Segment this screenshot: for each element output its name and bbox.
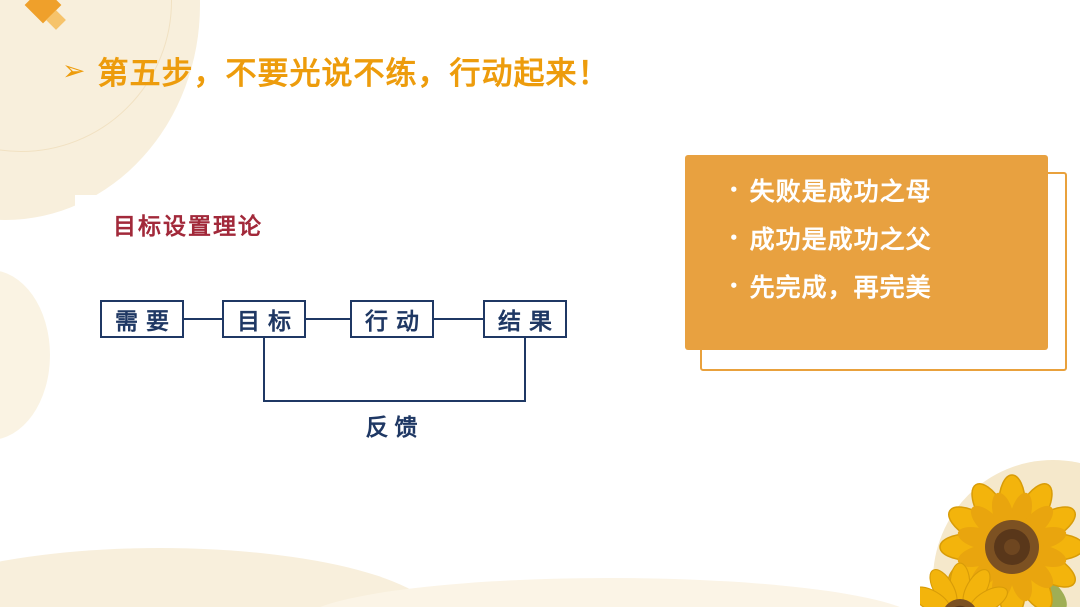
quote-card: • 失败是成功之母 • 成功是成功之父 • 先完成，再完美 xyxy=(685,155,1048,350)
slide-title: 第五步，不要光说不练，行动起来！ xyxy=(97,56,610,92)
quote-text: 成功是成功之父 xyxy=(749,225,932,254)
bullet-dot-icon: • xyxy=(729,277,740,295)
feedback-label: 反馈 xyxy=(365,414,424,441)
feedback-line-right xyxy=(524,338,526,402)
quote-item: • 先完成，再完美 xyxy=(729,271,1048,302)
sunflower-illustration xyxy=(920,474,1080,607)
connector-line xyxy=(184,318,222,320)
bullet-dot-icon: • xyxy=(729,229,740,247)
background-blob-left xyxy=(0,270,50,440)
quote-text: 失败是成功之母 xyxy=(749,177,932,206)
quote-item: • 成功是成功之父 xyxy=(729,223,1048,254)
goal-setting-diagram: 目标设置理论 需要 目标 行动 结果 反馈 xyxy=(75,195,605,487)
arrow-bullet-icon: ➢ xyxy=(62,54,86,87)
flow-box-goal: 目标 xyxy=(222,300,306,338)
bullet-dot-icon: • xyxy=(729,181,740,199)
diagram-heading: 目标设置理论 xyxy=(113,214,263,240)
title-row: ➢ 第五步，不要光说不练，行动起来！ xyxy=(62,48,609,93)
connector-line xyxy=(306,318,350,320)
feedback-line-bottom xyxy=(263,400,526,402)
flow-box-action: 行动 xyxy=(350,300,434,338)
quote-text: 先完成，再完美 xyxy=(749,273,932,302)
feedback-line-left xyxy=(263,338,265,402)
flow-box-need: 需要 xyxy=(100,300,184,338)
quote-item: • 失败是成功之母 xyxy=(729,175,1048,206)
flow-box-result: 结果 xyxy=(483,300,567,338)
connector-line xyxy=(434,318,483,320)
